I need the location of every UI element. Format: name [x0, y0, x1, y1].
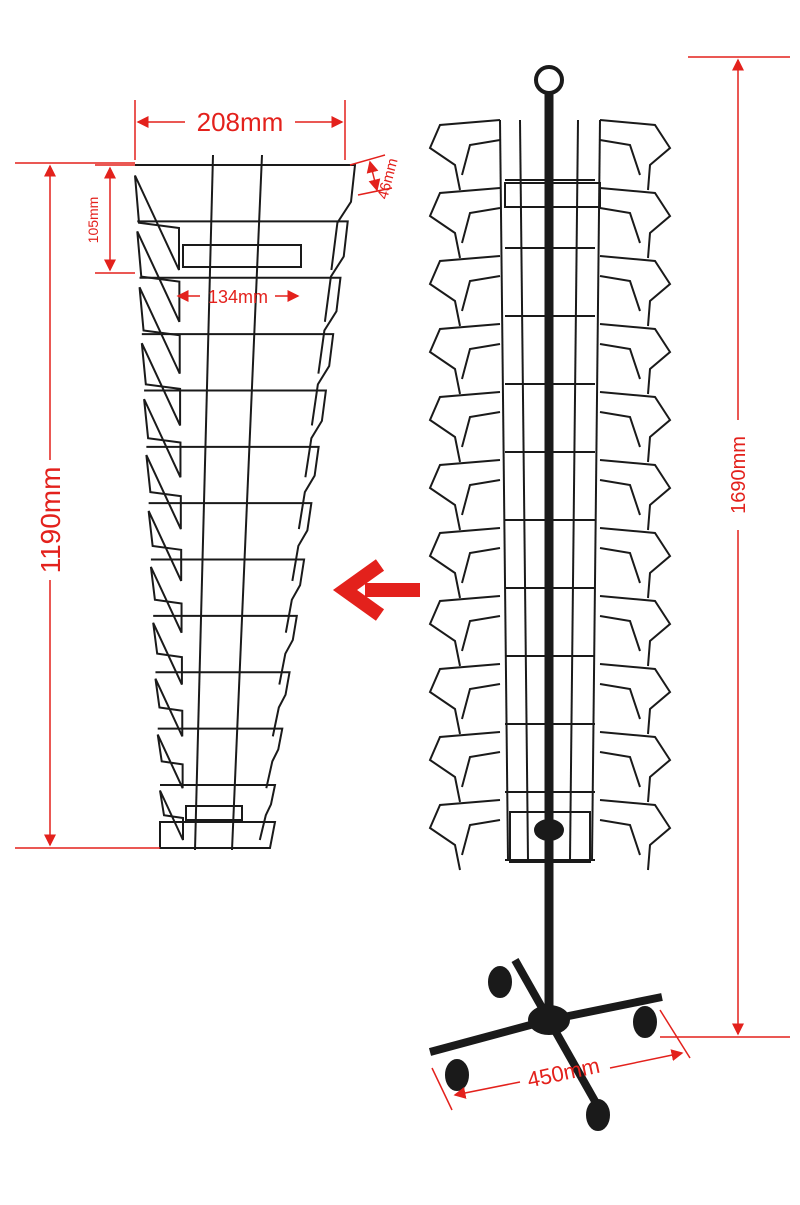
panel-pocket	[152, 614, 298, 685]
caster-wheel	[633, 1006, 657, 1038]
dimension-lines	[15, 56, 790, 1111]
panel-wire	[231, 154, 263, 851]
total-height-label: 1690mm	[728, 436, 750, 514]
panel-pocket	[156, 727, 284, 789]
rack-pocket-left	[428, 119, 501, 191]
panel-width-label: 208mm	[197, 107, 284, 137]
panel-pocket	[154, 671, 291, 737]
spinner-rack-drawing	[428, 65, 672, 1131]
rack-pocket-right	[599, 527, 672, 599]
panel-height-label: 1190mm	[35, 467, 66, 574]
panel-pocket	[134, 164, 357, 271]
pocket-height-label: 105mm	[85, 197, 101, 244]
base-leg	[428, 1016, 551, 1056]
pocket-inner-width-label: 134mm	[208, 287, 268, 307]
rack-pocket-right	[599, 255, 672, 327]
panel-pocket	[159, 784, 277, 841]
hanging-ring	[534, 65, 564, 95]
panel-pocket	[138, 276, 342, 375]
rack-wire	[591, 119, 601, 861]
rack-wire	[569, 119, 579, 861]
rack-pocket-left	[428, 527, 501, 599]
panel-pocket	[145, 445, 320, 530]
rack-pocket-left	[428, 391, 501, 463]
rack-pocket-right	[599, 391, 672, 463]
rack-pocket-left	[428, 255, 501, 327]
caster-wheel	[586, 1099, 610, 1131]
rack-pocket-right	[599, 119, 672, 191]
panel-pocket	[143, 389, 328, 478]
panel-bracket	[182, 244, 302, 268]
rack-pocket-right	[599, 799, 672, 871]
rack-pocket-left	[428, 459, 501, 531]
rack-pocket-left	[428, 187, 501, 259]
rack-pocket-left	[428, 663, 501, 735]
rack-pocket-left	[428, 731, 501, 803]
caster-wheel	[445, 1059, 469, 1091]
rack-wire	[499, 119, 509, 861]
rack-wire	[519, 119, 529, 861]
caster-wheel	[488, 966, 512, 998]
pole-hub	[534, 819, 564, 841]
rack-pocket-left	[428, 323, 501, 395]
rack-pocket-right	[599, 663, 672, 735]
panel-pocket	[159, 821, 277, 849]
panel-pocket	[140, 333, 335, 426]
rack-pocket-right	[599, 459, 672, 531]
panel-pocket	[149, 558, 306, 634]
rack-pocket-left	[428, 799, 501, 871]
panel-bracket	[185, 805, 243, 821]
base-leg	[545, 1018, 604, 1112]
panel-wire	[194, 154, 214, 851]
rack-pocket-right	[599, 595, 672, 667]
rack-pocket-right	[599, 731, 672, 803]
rack-pocket-right	[599, 187, 672, 259]
base-hub	[528, 1005, 570, 1035]
single-panel-drawing	[134, 154, 357, 851]
rack-pocket-left	[428, 595, 501, 667]
arrow-left-icon	[332, 559, 420, 621]
panel-pocket	[147, 502, 313, 582]
pocket-depth-label: 46mm	[374, 156, 401, 201]
rack-pocket-right	[599, 323, 672, 395]
bottom-bracket	[509, 811, 591, 863]
